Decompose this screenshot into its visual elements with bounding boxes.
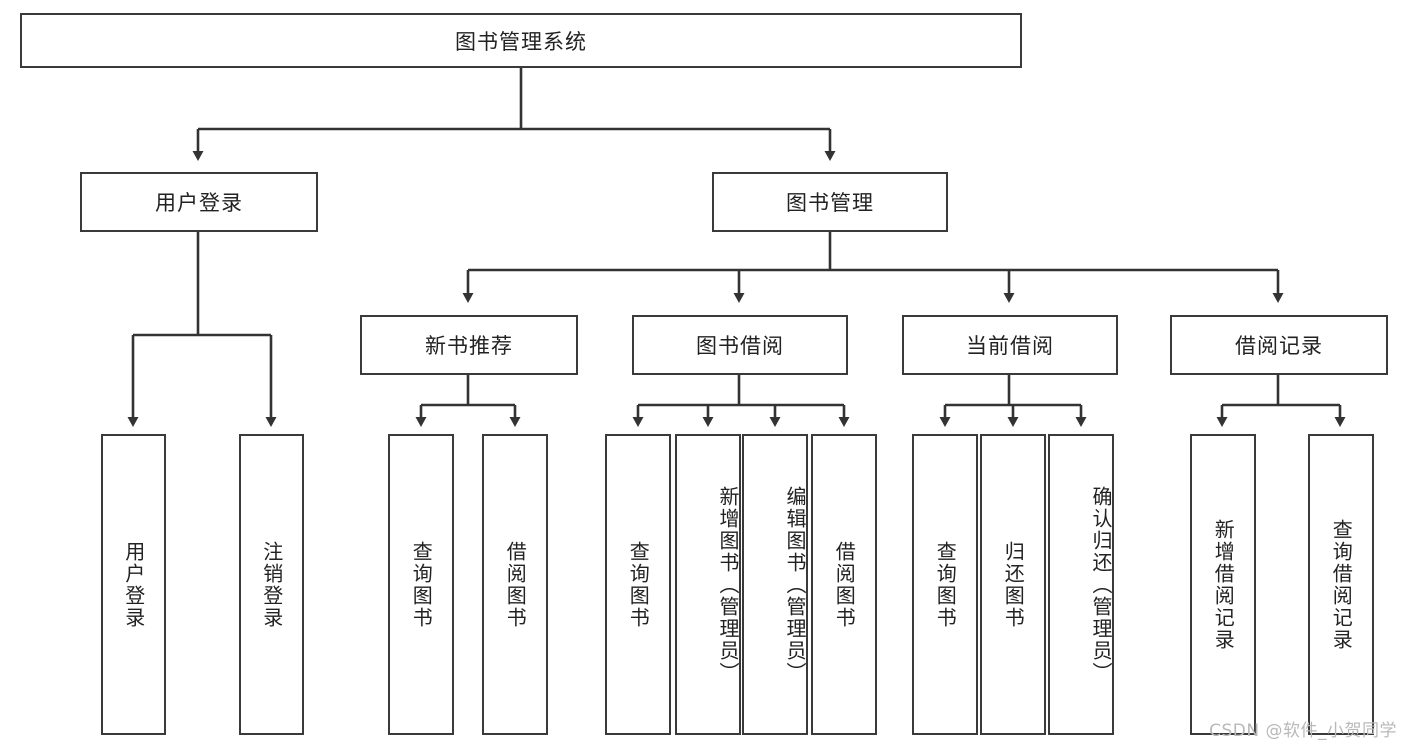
- node-label: 新增图书（管理员）: [716, 485, 740, 684]
- leaf-user-login-signin[interactable]: 用户登录: [101, 434, 166, 735]
- leaf-book-borrow-query[interactable]: 查询图书: [605, 434, 671, 735]
- node-label: 图书管理系统: [455, 29, 587, 54]
- node-label: 编辑图书（管理员）: [783, 485, 807, 684]
- node-label: 图书借阅: [696, 334, 784, 358]
- watermark: CSDN @软件_小贺同学: [1209, 721, 1397, 741]
- leaf-user-login-signout[interactable]: 注销登录: [239, 434, 304, 735]
- node-label: 查询图书: [933, 540, 958, 629]
- node-current-borrow[interactable]: 当前借阅: [902, 315, 1118, 375]
- node-user-login[interactable]: 用户登录: [80, 172, 318, 232]
- leaf-borrow-record-add[interactable]: 新增借阅记录: [1190, 434, 1256, 735]
- node-label: 查询借阅记录: [1329, 518, 1354, 651]
- node-label: 借阅图书: [832, 540, 857, 629]
- leaf-borrow-record-query[interactable]: 查询借阅记录: [1308, 434, 1374, 735]
- node-label: 用户登录: [121, 540, 146, 629]
- node-label: 注销登录: [259, 540, 284, 629]
- leaf-current-borrow-confirm-return-admin[interactable]: 确认归还（管理员）: [1048, 434, 1114, 735]
- node-label: 归还图书: [1001, 540, 1026, 629]
- node-label: 新增借阅记录: [1211, 518, 1236, 651]
- node-label: 查询图书: [409, 540, 434, 629]
- leaf-new-book-borrow[interactable]: 借阅图书: [482, 434, 548, 735]
- node-label: 查询图书: [626, 540, 651, 629]
- node-label: 当前借阅: [966, 334, 1054, 358]
- node-book-management[interactable]: 图书管理: [712, 172, 948, 232]
- leaf-current-borrow-query[interactable]: 查询图书: [912, 434, 978, 735]
- node-book-borrow[interactable]: 图书借阅: [632, 315, 848, 375]
- node-borrow-record[interactable]: 借阅记录: [1170, 315, 1388, 375]
- leaf-book-borrow-borrow[interactable]: 借阅图书: [811, 434, 877, 735]
- leaf-book-borrow-add-admin[interactable]: 新增图书（管理员）: [675, 434, 741, 735]
- node-root-book-management-system[interactable]: 图书管理系统: [20, 13, 1022, 68]
- node-label: 借阅图书: [503, 540, 528, 629]
- node-new-book-recommend[interactable]: 新书推荐: [360, 315, 578, 375]
- node-label: 新书推荐: [425, 334, 513, 358]
- leaf-current-borrow-return[interactable]: 归还图书: [980, 434, 1046, 735]
- node-label: 图书管理: [786, 191, 874, 215]
- node-label: 确认归还（管理员）: [1089, 485, 1113, 684]
- leaf-new-book-query[interactable]: 查询图书: [388, 434, 454, 735]
- node-label: 借阅记录: [1235, 334, 1323, 358]
- leaf-book-borrow-edit-admin[interactable]: 编辑图书（管理员）: [742, 434, 808, 735]
- node-label: 用户登录: [155, 191, 243, 215]
